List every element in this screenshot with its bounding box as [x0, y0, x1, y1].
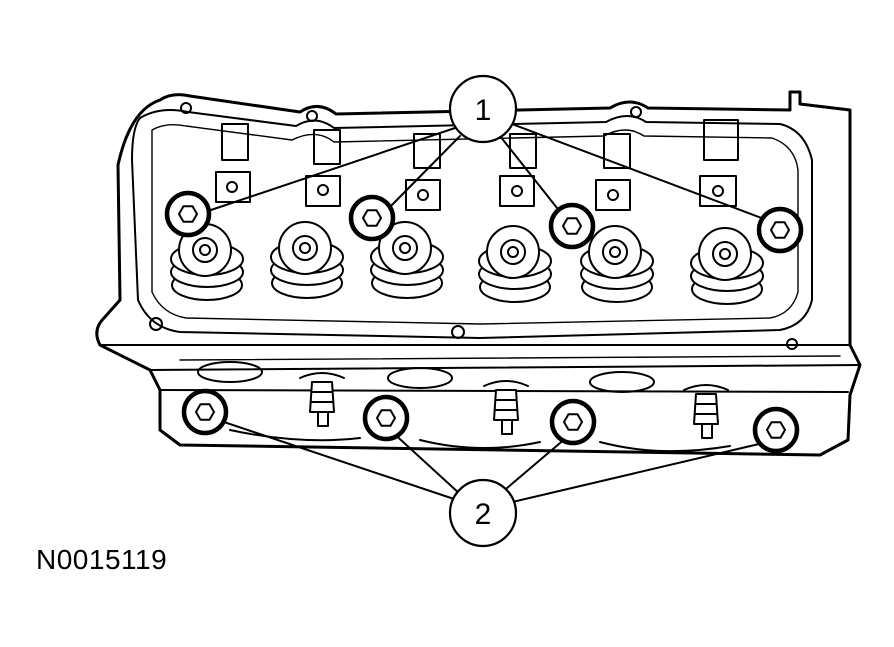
callout-2-leaders	[211, 417, 777, 504]
hex-bolt	[362, 394, 410, 442]
hex-bolt	[548, 202, 596, 250]
valve-springs	[170, 221, 764, 305]
callout-1-leaders	[204, 123, 773, 223]
valve-spring	[370, 221, 444, 299]
callout-2-label: 2	[475, 498, 492, 531]
figure-id: N0015119	[36, 544, 168, 575]
hex-bolt	[181, 388, 229, 436]
valve-spring	[170, 223, 244, 301]
hex-bolt	[549, 398, 597, 446]
gasket-holes	[149, 102, 798, 350]
valve-spring	[478, 225, 552, 303]
valve-spring	[270, 221, 344, 299]
valve-spring	[580, 225, 654, 303]
callout-1-bolts	[164, 190, 804, 254]
callout-1-label: 1	[475, 94, 492, 127]
callout-2-bolts	[181, 388, 800, 454]
callout-2: 2	[448, 478, 518, 548]
valve-spring	[690, 227, 764, 305]
hex-bolt	[752, 406, 800, 454]
spark-plug	[683, 384, 729, 439]
hex-bolt	[164, 190, 212, 238]
hex-bolt	[348, 194, 396, 242]
spark-plug	[299, 372, 345, 427]
callout-1: 1	[448, 74, 518, 144]
spark-plug	[483, 380, 529, 435]
spark-plugs	[299, 372, 729, 439]
hex-bolt	[756, 206, 804, 254]
